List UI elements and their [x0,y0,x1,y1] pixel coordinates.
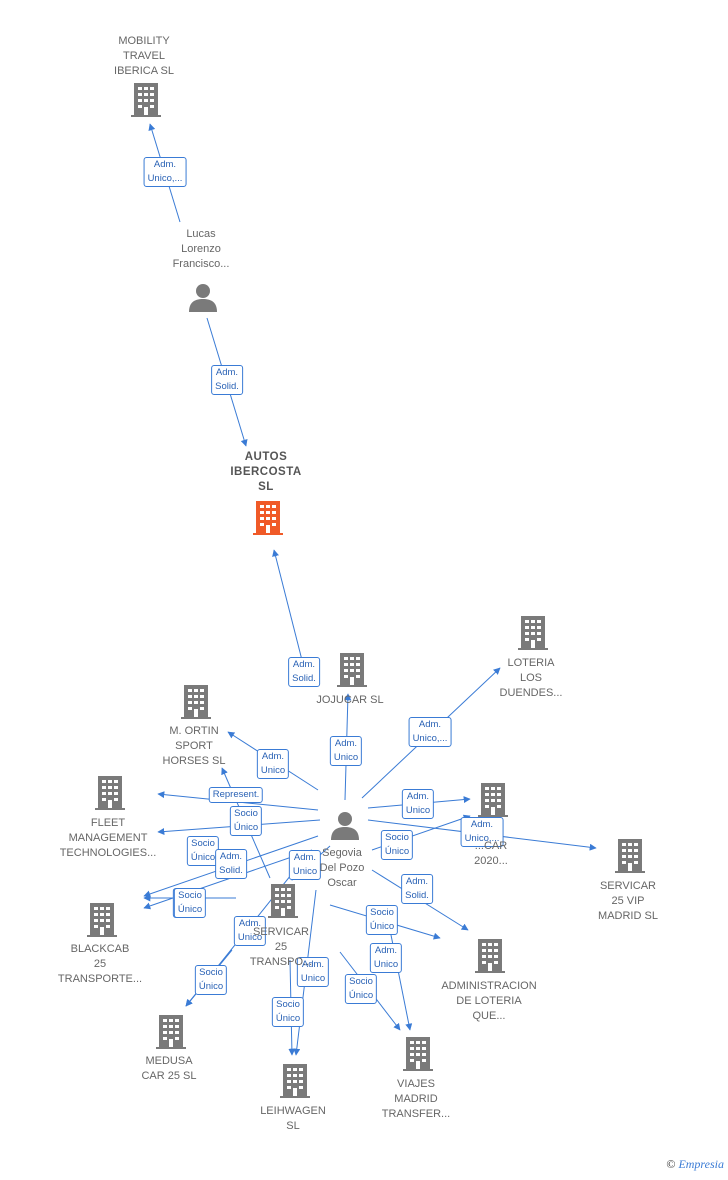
node-label-leihwagen[interactable]: LEIHWAGEN SL [260,1105,326,1132]
node-label-autos[interactable]: AUTOS IBERCOSTA SL [230,451,302,493]
edge-segovia-to-autos [272,549,306,673]
edge-label[interactable]: Represent. [208,787,264,803]
edge-label[interactable]: Socio Único [344,974,378,1004]
building-icon-autos[interactable] [253,501,283,535]
node-label-segovia[interactable]: Segovia Del Pozo Oscar [319,847,365,889]
brand-logo[interactable]: Empresia [678,1157,724,1171]
building-icon-loteria[interactable] [518,616,548,650]
building-icon-blackcab[interactable] [87,903,117,937]
node-label-servicar2020[interactable]: ...CAR 2020... [474,840,508,867]
edge-label[interactable]: Adm. Unico [256,749,290,779]
building-icon-viajes[interactable] [403,1037,433,1071]
edge-label[interactable]: Adm. Unico,... [460,817,504,847]
node-label-ortin[interactable]: M. ORTIN SPORT HORSES SL [162,725,226,767]
edge-label[interactable]: Adm. Solid. [211,365,243,395]
node-label-loteria[interactable]: LOTERIA LOS DUENDES... [499,657,563,699]
edge-label[interactable]: Adm. Unico [369,943,403,973]
building-icon-ortin[interactable] [181,685,211,719]
node-label-medusa[interactable]: MEDUSA CAR 25 SL [141,1055,197,1082]
edge-label[interactable]: Adm. Unico [233,916,267,946]
edge-label[interactable]: Socio Único [173,888,207,918]
edge-label[interactable]: Socio Único [194,965,228,995]
building-icon-admloteria[interactable] [475,939,505,973]
edge-label[interactable]: Adm. Solid. [288,657,320,687]
building-icon-mobility[interactable] [131,83,161,117]
node-label-admloteria[interactable]: ADMINISTRACION DE LOTERIA QUE... [441,980,537,1022]
copyright-symbol: © [666,1157,676,1171]
building-icon-jojucar[interactable] [337,653,367,687]
edge-label[interactable]: Adm. Unico [329,736,363,766]
building-icon-servicar25vip[interactable] [615,839,645,873]
node-label-fleet[interactable]: FLEET MANAGEMENT TECHNOLOGIES... [59,817,157,859]
building-icon-fleet[interactable] [95,776,125,810]
edge-label[interactable]: Socio Único [229,806,263,836]
edge-label[interactable]: Adm. Unico [401,789,435,819]
edge-label[interactable]: Socio Único [271,997,305,1027]
edge-label[interactable]: Socio Único [186,836,220,866]
building-icon-leihwagen[interactable] [280,1064,310,1098]
edge-label[interactable]: Adm. Unico [288,850,322,880]
edge-label[interactable]: Socio Único [365,905,399,935]
node-label-jojucar[interactable]: JOJUCAR SL [316,694,384,706]
node-label-servicar25t[interactable]: SERVICAR 25 TRANSPO... [249,926,313,968]
building-icon-medusa[interactable] [156,1015,186,1049]
person-icon-segovia[interactable] [331,812,359,840]
node-label-mobility[interactable]: MOBILITY TRAVEL IBERICA SL [114,35,174,77]
edge-label[interactable]: Socio Único [380,830,414,860]
edge-label[interactable]: Adm. Solid. [401,874,433,904]
building-icon-servicar2020[interactable] [478,783,508,817]
edge-label[interactable]: Adm. Unico [296,957,330,987]
node-label-servicar25vip[interactable]: SERVICAR 25 VIP MADRID SL [598,880,658,922]
node-label-viajes[interactable]: VIAJES MADRID TRANSFER... [381,1078,451,1120]
edge-label[interactable]: Adm. Solid. [215,849,247,879]
edge-label[interactable]: Adm. Unico,... [143,157,187,187]
edge-label[interactable]: Adm. Unico,... [408,717,452,747]
person-icon-lucas[interactable] [189,284,217,312]
footer: © Empresia [666,1157,724,1172]
node-label-lucas[interactable]: Lucas Lorenzo Francisco... [172,228,230,270]
node-label-blackcab[interactable]: BLACKCAB 25 TRANSPORTE... [57,943,143,985]
